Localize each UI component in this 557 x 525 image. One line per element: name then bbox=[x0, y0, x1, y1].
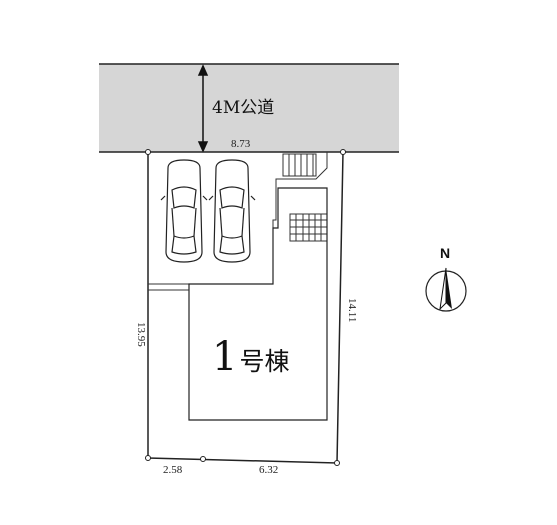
north-arrow-icon bbox=[425, 267, 467, 312]
dimension-bottom-left: 2.58 bbox=[163, 464, 183, 476]
north-label: N bbox=[440, 245, 450, 261]
car-left bbox=[160, 159, 208, 263]
road bbox=[99, 64, 399, 152]
building-suffix: 号棟 bbox=[239, 347, 289, 376]
dimension-left: 13.95 bbox=[135, 322, 147, 347]
entrance-steps bbox=[282, 153, 317, 177]
entrance-grid bbox=[289, 213, 328, 242]
dimension-bottom-right: 6.32 bbox=[259, 464, 278, 476]
building-number: 1 bbox=[212, 334, 237, 380]
road-label: 4M公道 bbox=[212, 98, 274, 118]
lot-corner-markers bbox=[145, 149, 346, 466]
dimension-top: 8.73 bbox=[231, 138, 251, 150]
car-right bbox=[208, 159, 256, 263]
dimension-right: 14.11 bbox=[346, 298, 358, 322]
road-width-arrow bbox=[197, 64, 209, 153]
building-outline bbox=[188, 187, 328, 421]
building-label: 1号棟 bbox=[212, 334, 289, 380]
